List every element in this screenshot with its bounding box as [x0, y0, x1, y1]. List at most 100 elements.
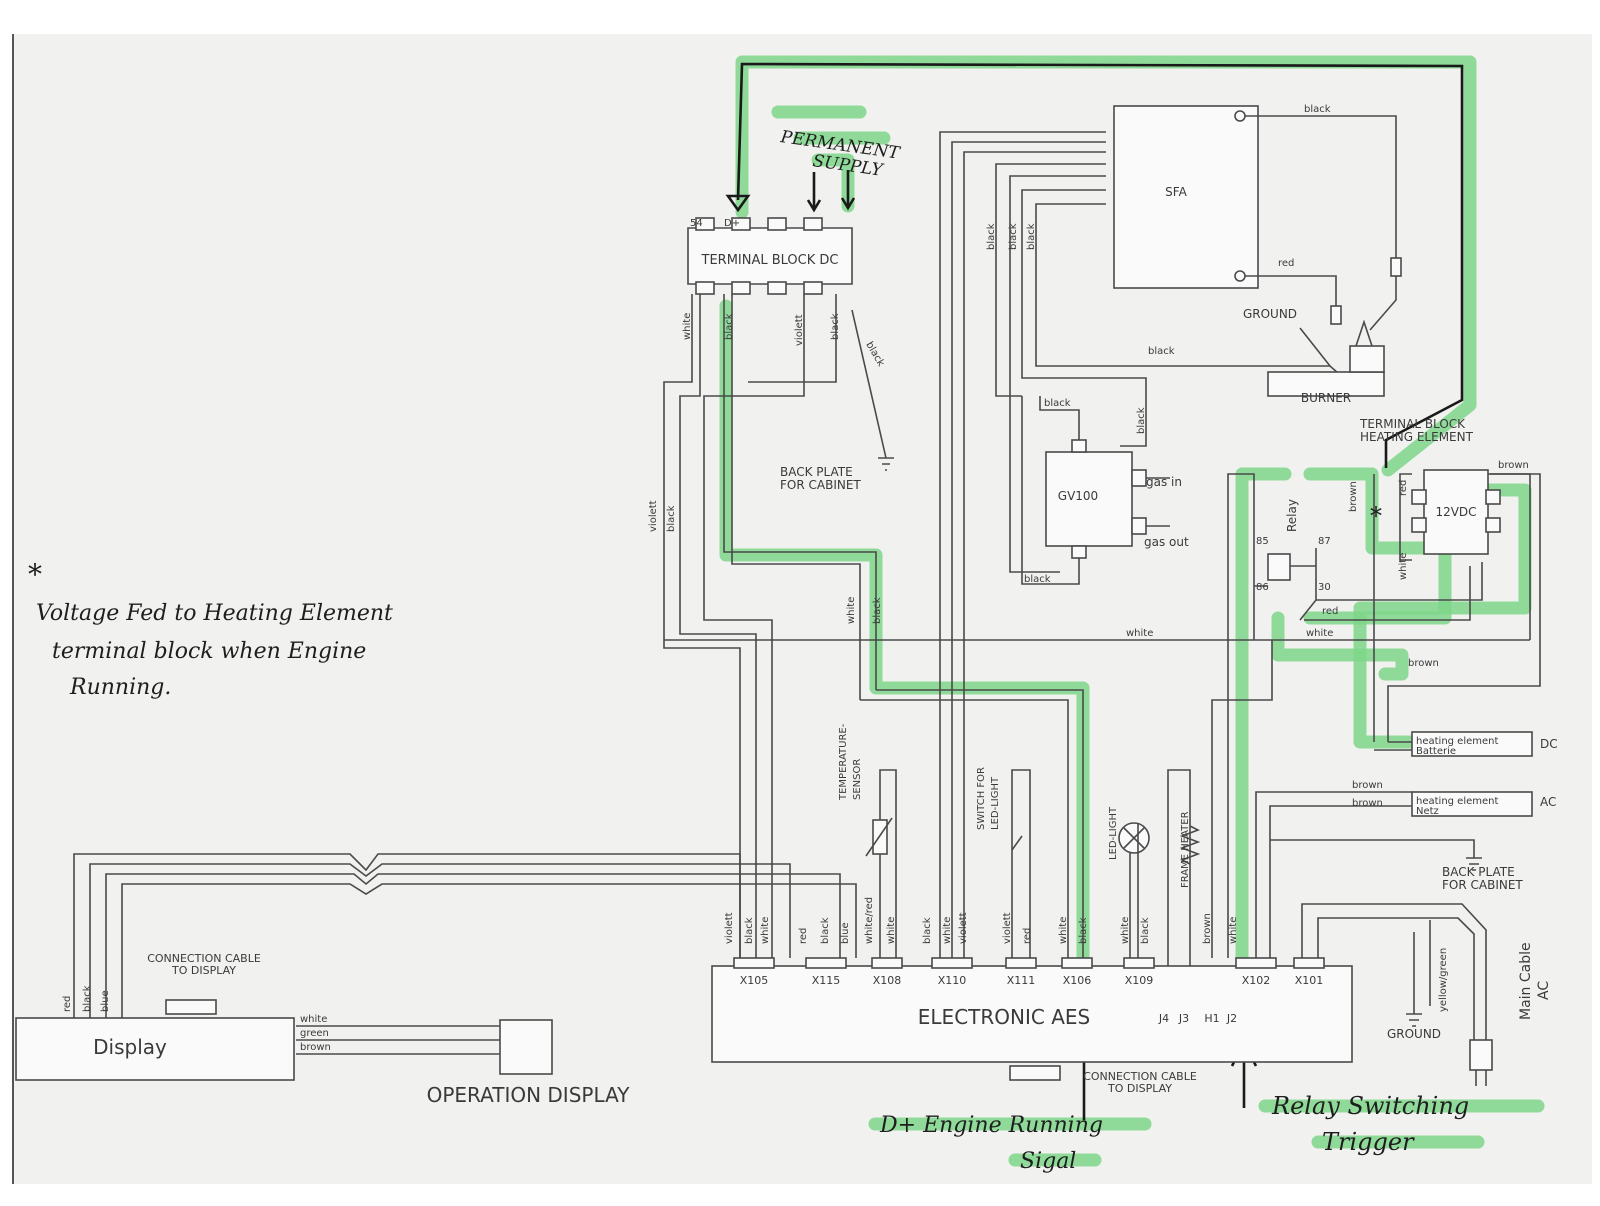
d-plus-label-2: Sigal — [1020, 1149, 1076, 1174]
burner-box — [1267, 371, 1385, 397]
connector-labels: X105 X115 X108 X110 X111 X106 X109 J4 J3… — [740, 974, 1324, 1025]
connector-x106: X106 — [1063, 974, 1092, 987]
dc-label: DC — [1540, 737, 1558, 751]
wire-tb-black: black — [724, 313, 735, 340]
wire-x110-violett: violett — [958, 912, 969, 944]
connector-x115: X115 — [812, 974, 841, 987]
heating-terminal-label-b: HEATING ELEMENT — [1360, 430, 1474, 444]
relay-trigger-label-1: Relay Switching — [1271, 1092, 1469, 1120]
wire-burner-black: black — [1148, 346, 1175, 357]
sfa-box — [1113, 105, 1259, 289]
note-line-2: terminal block when Engine — [52, 639, 366, 664]
relay-pin-85: 85 — [1256, 536, 1269, 547]
wire-sfa-black-3: black — [1026, 223, 1037, 250]
wire-x109-white: white — [1120, 917, 1131, 944]
wire-brown-right: brown — [1348, 481, 1359, 512]
wire-x108-white: white — [886, 917, 897, 944]
component-labels: SFA BURNER GROUND GV100 gas in gas out B… — [93, 185, 1557, 1107]
temp-sensor-label-a: TEMPERATURE- — [838, 723, 849, 801]
wire-tb-violett: violett — [794, 314, 805, 346]
yellow-green-label: yellow/green — [1438, 948, 1449, 1012]
wire-mid-white: white — [846, 597, 857, 624]
ground-label: GROUND — [1243, 307, 1297, 321]
note-line-1: Voltage Fed to Heating Element — [36, 601, 393, 626]
connection-cable-label-b: TO DISPLAY — [171, 964, 236, 977]
wire-sfa-top-black: black — [1304, 104, 1331, 115]
wire-x105-violett: violett — [724, 912, 735, 944]
terminal-block-dc: TERMINAL BLOCK DC 54 D+ — [687, 217, 853, 295]
wire-x115-red: red — [798, 928, 809, 944]
connector-j4: J4 — [1158, 1012, 1169, 1025]
highlight-relay-loop — [1303, 467, 1452, 625]
relay-trigger-label-2: Trigger — [1322, 1128, 1415, 1156]
wire-tb-black-2: black — [830, 313, 841, 340]
electronic-aes-label: ELECTRONIC AES — [918, 1005, 1090, 1029]
wire-x105-black: black — [744, 917, 755, 944]
wire-x111-violett: violett — [1002, 912, 1013, 944]
wire-sfa-black-1: black — [986, 223, 997, 250]
electronic-aes-box — [711, 965, 1353, 1063]
v12-label: 12VDC — [1435, 505, 1476, 519]
connection-cable2-label-a: CONNECTION CABLE — [1083, 1070, 1197, 1083]
back-plate-2b-label: FOR CABINET — [1442, 878, 1523, 892]
wire-j2-white: white — [1228, 917, 1239, 944]
tb-pin-4 — [803, 217, 823, 231]
tb-pin-1 — [695, 217, 715, 231]
relay-box — [1267, 553, 1291, 581]
tb-pin-8 — [803, 281, 823, 295]
sfa-label: SFA — [1165, 185, 1187, 199]
d-plus-label-1: D+ Engine Running — [879, 1113, 1103, 1138]
connector-x105: X105 — [740, 974, 769, 987]
main-cable-label-a: Main Cable — [1518, 942, 1534, 1020]
terminal-mark-54: 54 — [690, 218, 703, 229]
connector-x108: X108 — [873, 974, 902, 987]
heating-netz-label-a: heating element — [1416, 796, 1498, 807]
connector-x101: X101 — [1295, 974, 1324, 987]
relay-pin-30: 30 — [1318, 582, 1331, 593]
handwritten-annotations: PERMANENT SUPPLY * * Voltage Fed to Heat… — [28, 127, 1469, 1174]
wire-x115-blue: blue — [840, 922, 851, 944]
connector-x102: X102 — [1242, 974, 1271, 987]
switch-led-label-a: SWITCH FOR — [976, 767, 987, 830]
wire-gv-black-top: black — [1044, 398, 1071, 409]
terminal-block-dc-label: TERMINAL BLOCK DC — [701, 253, 839, 268]
connector-blocks — [733, 957, 1325, 969]
back-plate-2-label: BACK PLATE — [1442, 865, 1515, 879]
highlight-battery-loop — [1353, 483, 1532, 749]
operation-display-label: OPERATION DISPLAY — [427, 1083, 631, 1107]
highlight-d-plus-label — [868, 1117, 1152, 1167]
connection-cable2-label-b: TO DISPLAY — [1107, 1082, 1172, 1095]
wire-x108-white-red: white/red — [864, 897, 875, 944]
wire-x111-red: red — [1022, 928, 1033, 944]
note-line-3: Running. — [69, 675, 171, 700]
relay-label: Relay — [1285, 499, 1299, 532]
connection-cable-label-a: CONNECTION CABLE — [147, 952, 261, 965]
switch-led-label-b: LED-LIGHT — [990, 776, 1001, 830]
burner-label: BURNER — [1301, 391, 1351, 405]
wire-x110-white: white — [942, 917, 953, 944]
wire-display-green: green — [300, 1028, 329, 1039]
wire-x106-white: white — [1058, 917, 1069, 944]
main-cable-label-b: AC — [1536, 981, 1552, 1000]
wire-brown-bus: brown — [1408, 658, 1439, 669]
wire-sfa-red: red — [1278, 258, 1294, 269]
heating-battery-label-a: heating element — [1416, 736, 1498, 747]
wire-ac-brown-2: brown — [1352, 798, 1383, 809]
gv100-box — [1045, 451, 1133, 547]
relay-pin-86: 86 — [1256, 582, 1269, 593]
wire-x109-black: black — [1140, 917, 1151, 944]
display-box — [15, 1017, 295, 1081]
wire-terminal-white: white — [1398, 553, 1409, 580]
wire-display-red: red — [62, 996, 73, 1012]
wire-terminal-red: red — [1398, 480, 1409, 496]
display-label: Display — [93, 1035, 167, 1059]
terminal-mark-d-plus: D+ — [724, 218, 740, 229]
wire-sfa-black-2: black — [1008, 223, 1019, 250]
heating-terminal-label: TERMINAL BLOCK — [1359, 417, 1466, 431]
relay-pin-87: 87 — [1318, 536, 1331, 547]
highlight-brown-bus — [1271, 611, 1409, 681]
connector-j2: J2 — [1226, 1012, 1237, 1025]
wire-white-bus: white — [1126, 628, 1153, 639]
wire-gv-black-side: black — [1136, 407, 1147, 434]
